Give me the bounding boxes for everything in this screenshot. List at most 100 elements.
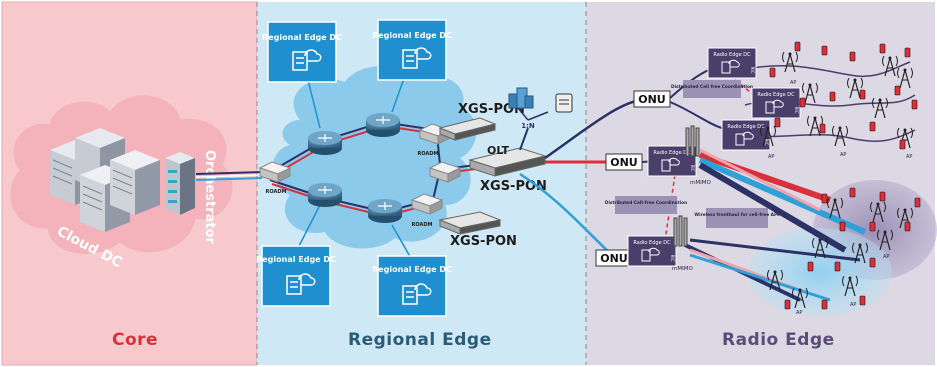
onu-box-1: ONU	[633, 90, 671, 108]
roadm-switch-icon-1: ROADM	[258, 161, 292, 195]
fronthaul-label-box: Wireless fronthaul for cell-free APs	[694, 208, 780, 228]
phone-icon	[821, 299, 828, 310]
cloud-server-icon	[641, 247, 660, 262]
orchestrator-server-icon	[165, 152, 195, 215]
xgs-pon-label-mid: XGS-PON	[480, 179, 547, 194]
antenna-icon	[852, 242, 868, 264]
coord-label-2: Distributed Cell-free Coordination	[605, 200, 687, 206]
orchestrator: Orchestrator	[165, 150, 217, 245]
onu-box-3: ONU	[595, 249, 633, 267]
ric-label-1: RIC	[750, 67, 755, 74]
onu-label-1: ONU	[638, 93, 666, 106]
phone-icon	[869, 121, 876, 132]
router-icon-4	[368, 199, 402, 223]
core-zone-label: Core	[112, 330, 159, 350]
regional-dc-box-2: Regional Edge DC	[372, 19, 452, 81]
xgs-pon-device-top: XGS-PON	[438, 102, 525, 141]
regional-dc-box-1: Regional Edge DC	[262, 21, 342, 83]
cloud-server-icon	[402, 283, 432, 305]
cloud-server-icon	[402, 47, 432, 69]
core-to-regional-link	[195, 171, 263, 181]
radio-dc-box-2: Radio Edge DC RIC	[751, 87, 801, 119]
phone-icon	[879, 43, 886, 54]
ap-label-2: AP	[840, 152, 846, 158]
mmimo-label-1: mMIMO	[690, 180, 711, 186]
coord-label-box-2: Distributed Cell-free Coordination	[605, 196, 687, 214]
splitter-label: 1:N	[521, 122, 535, 130]
antenna-icon	[812, 237, 828, 259]
phone-icon	[911, 99, 918, 110]
cloud-server-icon	[721, 59, 740, 74]
cloud-server-icon	[292, 49, 322, 71]
antenna-icon	[827, 197, 843, 219]
antenna-icon	[870, 201, 886, 223]
router-icon-2	[366, 113, 400, 137]
mmimo-tower-icon-1: mMIMO	[685, 125, 711, 186]
antenna-icon	[782, 51, 798, 73]
phone-icon	[869, 221, 876, 232]
radio-dc-box-5: Radio Edge DC RIC	[627, 235, 677, 267]
ap-label-6: AP	[850, 302, 856, 308]
phone-icon	[899, 139, 906, 150]
ap-label-5: AP	[796, 310, 802, 316]
coord-label-box-1: Distributed Cell free Coordination	[671, 80, 753, 98]
phone-icon	[807, 261, 814, 272]
ric-label-3: RIC	[764, 139, 769, 146]
onu-label-3: ONU	[600, 252, 628, 265]
phone-icon	[784, 299, 791, 310]
mmimo-tower-icon-2: mMIMO	[672, 215, 693, 272]
router-icon-1	[308, 131, 342, 155]
phone-icon	[799, 97, 806, 108]
antenna-icon	[882, 55, 898, 77]
phone-icon	[849, 51, 856, 62]
router-icon-3	[308, 183, 342, 207]
phone-icon	[821, 193, 828, 204]
xgs-pon-device-bottom: XGS-PON	[438, 211, 517, 249]
onu-box-2: ONU	[605, 153, 643, 171]
olt-label: OLT	[487, 144, 510, 157]
cloud-server-icon	[765, 99, 784, 114]
phone-icon	[839, 221, 846, 232]
radio-edge-zone-label: Radio Edge	[722, 330, 835, 350]
xgs-pon-label-bottom: XGS-PON	[450, 234, 517, 249]
antenna-icon	[802, 82, 818, 104]
phone-icon	[879, 191, 886, 202]
phone-icon	[769, 67, 776, 78]
radio-dc-label-5: Radio Edge DC	[633, 240, 671, 246]
orchestrator-label: Orchestrator	[202, 150, 217, 245]
building-icon	[508, 87, 534, 109]
phone-icon	[819, 123, 826, 134]
antenna-icon	[807, 115, 823, 137]
roadm-switch-icon-3	[428, 161, 462, 183]
roadm-switch-icon-4: ROADM	[410, 193, 444, 228]
roadm-label-3: ROADM	[412, 222, 433, 228]
antenna-icon	[847, 77, 863, 99]
fronthaul-label: Wireless fronthaul for cell-free APs	[694, 212, 780, 218]
regional-dc-label-1: Regional Edge DC	[262, 33, 342, 42]
regional-edge-zone-label: Regional Edge	[348, 330, 492, 350]
phone-icon	[914, 197, 921, 208]
phone-icon	[859, 295, 866, 306]
phone-icon	[859, 89, 866, 100]
antenna-icon	[767, 269, 783, 291]
ric-label-2: RIC	[794, 107, 799, 114]
cloud-dc: Cloud DC	[10, 95, 233, 271]
regional-dc-label-3: Regional Edge DC	[256, 255, 336, 264]
radio-dc-label-4: Radio Edge DC	[653, 150, 691, 156]
antenna-icon	[897, 67, 913, 89]
phone-icon	[821, 45, 828, 56]
ap-label-7: AP	[883, 254, 889, 260]
server-rack-icon	[50, 128, 160, 232]
ap-label-4: AP	[790, 80, 796, 86]
xgs-pon-label-top: XGS-PON	[458, 102, 525, 117]
antenna-icon	[832, 125, 848, 147]
antenna-icon	[872, 97, 888, 119]
antenna-icon	[877, 229, 893, 251]
phone-icon	[869, 257, 876, 268]
radio-dc-label-1: Radio Edge DC	[713, 52, 751, 58]
access-points	[760, 51, 913, 309]
radio-dc-box-1: Radio Edge DC RIC	[707, 47, 757, 79]
antenna-icon	[792, 287, 808, 309]
phone-icon	[829, 91, 836, 102]
ric-label-5: RIC	[670, 255, 675, 262]
